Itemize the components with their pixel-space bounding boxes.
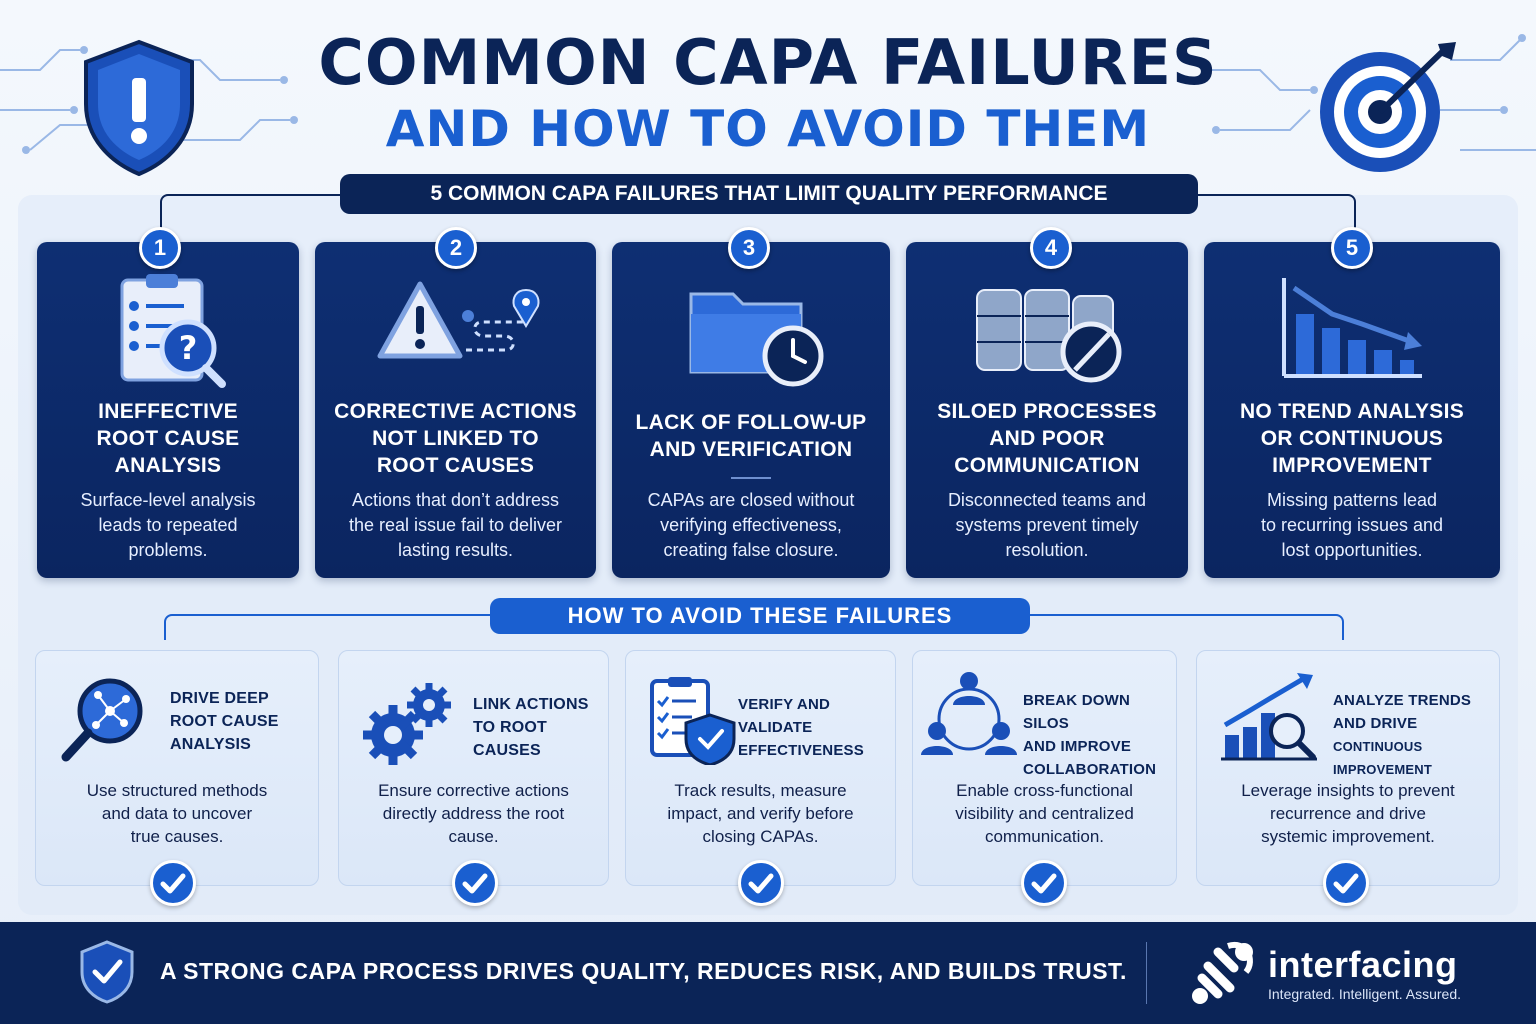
solution-card-3: VERIFY AND VALIDATE EFFECTIVENESS Track … [625, 650, 896, 886]
footer-divider [1146, 942, 1147, 1004]
team-collaboration-icon [921, 672, 1017, 755]
solution-desc-2: Ensure corrective actions directly addre… [378, 781, 569, 846]
failure-card-5: NO TREND ANALYSIS OR CONTINUOUS IMPROVEM… [1204, 242, 1500, 578]
failure-desc-4: Disconnected teams and systems prevent t… [947, 490, 1147, 560]
failure-card-2: CORRECTIVE ACTIONS NOT LINKED TO ROOT CA… [315, 242, 596, 578]
failure-title-1: INEFFECTIVE ROOT CAUSE ANALYSIS [96, 400, 240, 477]
svg-text:?: ? [179, 329, 198, 367]
failure-title-5: NO TREND ANALYSIS OR CONTINUOUS IMPROVEM… [1239, 400, 1465, 477]
checklist-shield-icon [650, 677, 736, 765]
failure-number-3: 3 [728, 227, 770, 269]
brand-name: interfacing [1268, 944, 1458, 985]
solution-card-1: DRIVE DEEP ROOT CAUSE ANALYSIS Use struc… [35, 650, 319, 886]
solution-card-5: ANALYZE TRENDS AND DRIVE CONTINUOUS IMPR… [1196, 650, 1500, 886]
footer-statement: A STRONG CAPA PROCESS DRIVES QUALITY, RE… [160, 958, 1127, 984]
solution-title-4: BREAK DOWN SILOS AND IMPROVE COLLABORATI… [1023, 692, 1157, 778]
folder-clock-icon [689, 292, 824, 387]
failure-title-2: CORRECTIVE ACTIONS NOT LINKED TO ROOT CA… [334, 400, 577, 477]
failure-number-5: 5 [1331, 227, 1373, 269]
failure-card-1: ? INEFFECTIVE ROOT CAUSE ANALYSIS Surfac… [37, 242, 299, 578]
check-icon-5 [1323, 860, 1369, 906]
footer: A STRONG CAPA PROCESS DRIVES QUALITY, RE… [0, 922, 1536, 1024]
solutions-connector-left [164, 614, 492, 640]
check-icon-2 [452, 860, 498, 906]
solution-title-3: VERIFY AND VALIDATE EFFECTIVENESS [738, 696, 864, 759]
solution-card-2: LINK ACTIONS TO ROOT CAUSES Ensure corre… [338, 650, 609, 886]
failure-desc-3: CAPAs are closed without verifying effec… [647, 490, 855, 560]
solution-title-2: LINK ACTIONS TO ROOT CAUSES [473, 696, 589, 759]
solution-card-4: BREAK DOWN SILOS AND IMPROVE COLLABORATI… [912, 650, 1177, 886]
solution-desc-1: Use structured methods and data to uncov… [86, 781, 268, 846]
failures-connector-left [160, 194, 342, 234]
solution-title-1: DRIVE DEEP ROOT CAUSE ANALYSIS [170, 690, 279, 753]
interfacing-logo-icon [1192, 941, 1253, 1004]
page-title: COMMON CAPA FAILURES [318, 26, 1218, 99]
failure-desc-1: Surface-level analysis leads to repeated… [80, 490, 256, 560]
failure-number-4: 4 [1030, 227, 1072, 269]
failure-desc-2: Actions that don’t address the real issu… [348, 490, 563, 560]
database-blocked-icon [976, 289, 1122, 383]
check-icon-4 [1021, 860, 1067, 906]
failure-title-4: SILOED PROCESSES AND POOR COMMUNICATION [937, 400, 1157, 477]
failure-card-4: SILOED PROCESSES AND POOR COMMUNICATION … [906, 242, 1188, 578]
failure-title-3: LACK OF FOLLOW-UP AND VERIFICATION [635, 411, 867, 461]
brand-tagline: Integrated. Intelligent. Assured. [1268, 986, 1462, 1002]
rising-chart-magnifier-icon [1221, 673, 1317, 761]
failure-card-3: LACK OF FOLLOW-UP AND VERIFICATION CAPAs… [612, 242, 890, 578]
target-icon [1320, 42, 1456, 172]
shield-check-icon [80, 940, 134, 1004]
circuit-decoration-right [1202, 34, 1536, 151]
page-subtitle: AND HOW TO AVOID THEM [385, 100, 1151, 158]
declining-chart-icon [1282, 278, 1422, 378]
check-icon-1 [150, 860, 196, 906]
solution-desc-5: Leverage insights to prevent recurrence … [1241, 781, 1455, 846]
failure-desc-5: Missing patterns lead to recurring issue… [1260, 490, 1444, 560]
solutions-banner: HOW TO AVOID THESE FAILURES [490, 598, 1030, 634]
solution-title-5: ANALYZE TRENDS AND DRIVE CONTINUOUS IMPR… [1333, 692, 1472, 777]
shield-alert-icon [84, 39, 194, 177]
solutions-connector-right [1028, 614, 1344, 640]
failure-divider-3 [731, 477, 771, 479]
failures-connector-right [1196, 194, 1356, 234]
magnifier-network-icon [61, 678, 143, 762]
solution-desc-3: Track results, measure impact, and verif… [667, 781, 854, 846]
check-icon-3 [738, 860, 784, 906]
warning-path-icon [377, 281, 539, 359]
failure-number-2: 2 [435, 227, 477, 269]
solution-desc-4: Enable cross-functional visibility and c… [955, 781, 1134, 846]
failure-number-1: 1 [139, 227, 181, 269]
clipboard-question-icon: ? [120, 274, 226, 388]
gears-icon [363, 683, 451, 765]
failures-banner: 5 COMMON CAPA FAILURES THAT LIMIT QUALIT… [340, 174, 1198, 214]
